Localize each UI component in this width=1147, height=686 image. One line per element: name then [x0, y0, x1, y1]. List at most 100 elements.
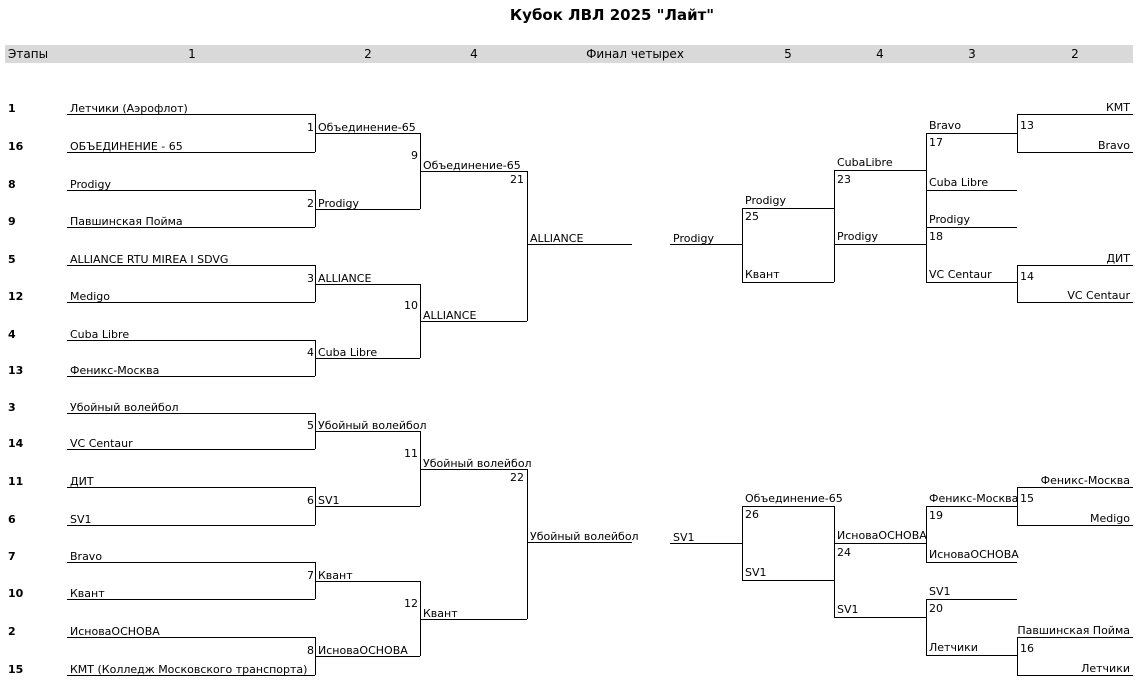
- bracket-line: [67, 340, 315, 341]
- bracket-line: [67, 637, 315, 638]
- team-name: Убойный волейбол: [530, 530, 639, 543]
- bracket-line: [67, 413, 315, 414]
- team-name: ИсноваОСНОВА: [929, 548, 1019, 561]
- team-name: ИсноваОСНОВА: [837, 529, 927, 542]
- match-number: 14: [1020, 270, 1034, 283]
- team-name: Cuba Libre: [70, 328, 130, 341]
- bracket-line: [926, 506, 1017, 507]
- match-number: 11: [404, 447, 418, 460]
- team-name: Летчики (Аэрофлот): [70, 102, 188, 115]
- bracket-line: [742, 208, 834, 209]
- match-number: 25: [745, 210, 759, 223]
- bracket-line: [926, 599, 1017, 600]
- bracket-line: [1017, 265, 1018, 302]
- team-name: Bravo: [70, 550, 103, 563]
- bracket-line: [742, 208, 743, 282]
- match-number: 21: [510, 173, 524, 186]
- seed-number: 5: [8, 253, 16, 266]
- bracket-line: [834, 208, 835, 282]
- team-name: Cuba Libre: [318, 346, 378, 359]
- bracket-line: [926, 227, 927, 282]
- match-number: 5: [307, 419, 314, 432]
- team-name: ИсноваОСНОВА: [318, 644, 408, 657]
- bracket-line: [67, 449, 315, 450]
- team-name: КМТ: [1105, 101, 1130, 114]
- bracket-line: [1017, 487, 1133, 488]
- bracket-line: [926, 655, 1017, 656]
- match-number: 24: [837, 546, 851, 559]
- team-name: Летчики: [929, 641, 978, 654]
- bracket-line: [1017, 302, 1133, 303]
- bracket-line: [1017, 265, 1133, 266]
- match-number: 19: [929, 509, 943, 522]
- seed-number: 6: [8, 513, 16, 526]
- bracket-line: [315, 656, 420, 657]
- team-name: Prodigy: [673, 232, 714, 245]
- bracket-line: [67, 525, 315, 526]
- bracket-line: [834, 170, 835, 244]
- bracket-line: [315, 190, 316, 227]
- seed-number: 12: [8, 290, 24, 303]
- bracket-line: [670, 543, 742, 544]
- team-name: ALLIANCE: [530, 232, 584, 245]
- seed-number: 16: [8, 140, 24, 153]
- match-number: 3: [307, 272, 314, 285]
- bracket-line: [527, 469, 528, 619]
- team-name: Убойный волейбол: [70, 401, 179, 414]
- seed-number: 7: [8, 550, 16, 563]
- bracket-line: [315, 431, 420, 432]
- team-name: Квант: [318, 569, 353, 582]
- team-name: Объединение-65: [318, 121, 416, 134]
- stage-header-round: 4: [470, 47, 478, 61]
- team-name: ИсноваОСНОВА: [70, 625, 160, 638]
- bracket-line: [67, 302, 315, 303]
- seed-number: 15: [8, 663, 24, 676]
- seed-number: 3: [8, 401, 16, 414]
- seed-number: 11: [8, 475, 24, 488]
- team-name: Prodigy: [929, 213, 970, 226]
- bracket-line: [67, 227, 315, 228]
- bracket-line: [834, 170, 926, 171]
- team-name: Павшинская Пойма: [70, 215, 183, 228]
- bracket-line: [67, 487, 315, 488]
- seed-number: 4: [8, 328, 16, 341]
- bracket-line: [742, 506, 743, 580]
- team-name: Феникс-Москва: [929, 492, 1019, 505]
- stage-header-round: 4: [876, 47, 884, 61]
- bracket-line: [420, 171, 527, 172]
- bracket-line: [926, 133, 1017, 134]
- bracket-line: [742, 282, 834, 283]
- stage-header-label: Этапы: [8, 47, 49, 61]
- team-name: Павшинская Пойма: [1017, 624, 1130, 637]
- bracket-line: [315, 358, 420, 359]
- seed-number: 9: [8, 215, 16, 228]
- seed-number: 2: [8, 625, 16, 638]
- team-name: SV1: [837, 603, 859, 616]
- team-name: ALLIANCE RTU MIREA I SDVG: [70, 253, 229, 266]
- bracket-line: [926, 562, 1017, 563]
- bracket-line: [1017, 152, 1133, 153]
- team-name: Объединение-65: [745, 492, 843, 505]
- bracket-line: [926, 599, 927, 655]
- bracket-line: [527, 542, 632, 543]
- bracket-line: [1017, 525, 1133, 526]
- match-number: 6: [307, 494, 314, 507]
- match-number: 12: [404, 597, 418, 610]
- team-name: SV1: [673, 531, 695, 544]
- match-number: 26: [745, 508, 759, 521]
- match-number: 17: [929, 136, 943, 149]
- team-name: ALLIANCE: [318, 272, 372, 285]
- match-number: 1: [307, 121, 314, 134]
- bracket-line: [315, 581, 420, 582]
- match-number: 20: [929, 602, 943, 615]
- bracket-line: [742, 506, 834, 507]
- match-number: 23: [837, 173, 851, 186]
- bracket-line: [1017, 114, 1018, 152]
- bracket-line: [315, 265, 316, 302]
- bracket-line: [834, 543, 835, 617]
- match-number: 4: [307, 346, 314, 359]
- bracket-line: [67, 562, 315, 563]
- bracket-line: [67, 190, 315, 191]
- team-name: SV1: [745, 566, 767, 579]
- team-name: Prodigy: [837, 230, 878, 243]
